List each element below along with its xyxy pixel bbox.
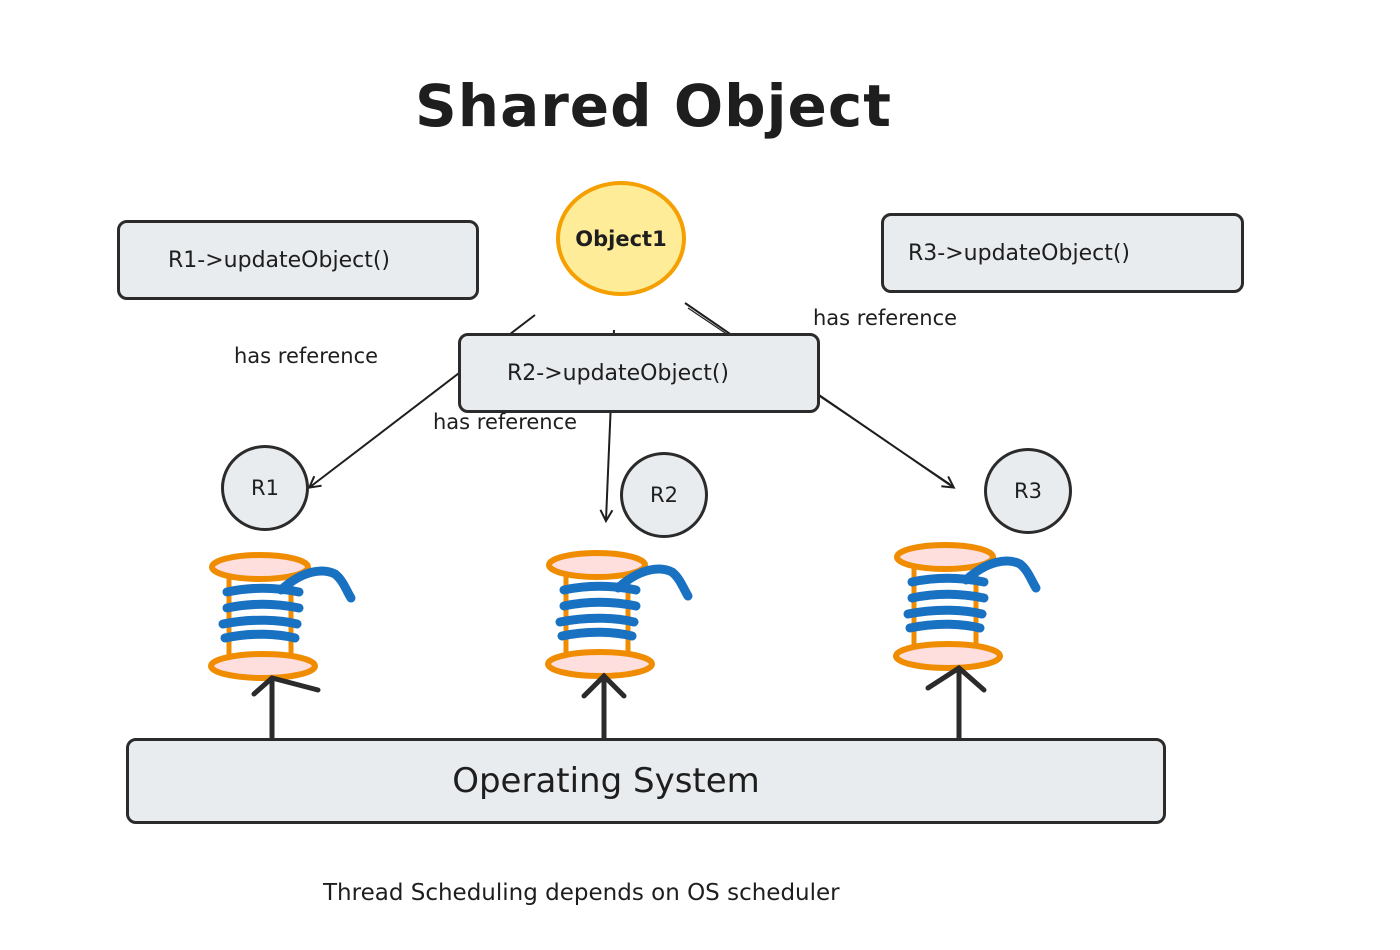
- call-label-r2: R2->updateObject(): [507, 360, 729, 386]
- call-box-r1: R1->updateObject(): [117, 220, 479, 300]
- thread-spool-icon: [893, 542, 1041, 671]
- shared-object-node: Object1: [556, 181, 686, 296]
- os-to-thread1-arrow-icon: [251, 675, 321, 741]
- call-box-r3: R3->updateObject(): [881, 213, 1244, 293]
- thread-spool-icon: [545, 550, 693, 679]
- runnable-label-r2: R2: [650, 483, 678, 507]
- os-to-thread3-arrow-icon: [925, 664, 987, 741]
- call-label-r3: R3->updateObject(): [908, 240, 1130, 266]
- runnable-label-r1: R1: [251, 476, 279, 500]
- runnable-node-r2: R2: [620, 452, 708, 538]
- os-to-thread2-arrow-icon: [581, 672, 627, 741]
- operating-system-box: Operating System: [126, 738, 1166, 824]
- shared-object-label: Object1: [575, 226, 667, 251]
- reference-label-r1: has reference: [234, 344, 379, 368]
- thread-spool-icon: [208, 552, 356, 681]
- diagram-title: Shared Object: [415, 72, 892, 140]
- reference-label-r3: has reference: [813, 306, 958, 330]
- runnable-node-r1: R1: [221, 445, 309, 531]
- call-box-r2: R2->updateObject(): [458, 333, 820, 413]
- reference-label-r2: has reference: [433, 410, 578, 434]
- call-label-r1: R1->updateObject(): [168, 247, 390, 273]
- runnable-node-r3: R3: [984, 448, 1072, 534]
- operating-system-label: Operating System: [452, 761, 760, 801]
- diagram-caption: Thread Scheduling depends on OS schedule…: [323, 880, 840, 906]
- runnable-label-r3: R3: [1014, 479, 1042, 503]
